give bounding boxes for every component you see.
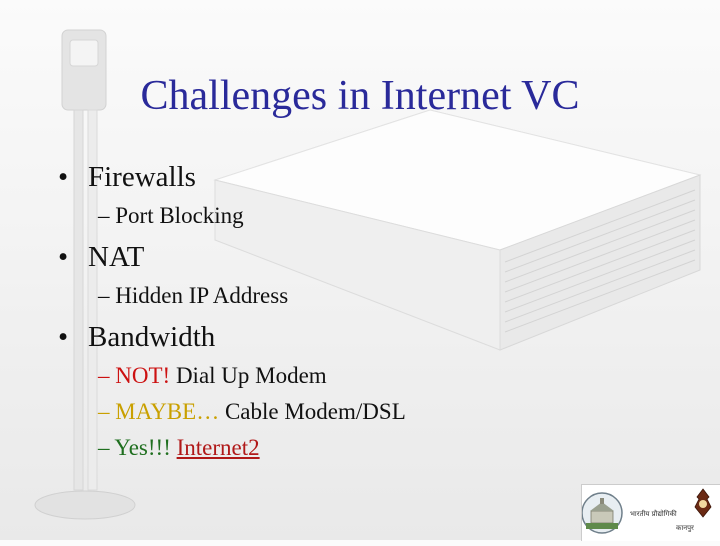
dash-glyph: – — [98, 435, 110, 460]
bullet-firewalls: • Firewalls — [58, 160, 196, 194]
bullet-nat: • NAT — [58, 240, 144, 274]
internet2-link[interactable]: Internet2 — [176, 435, 260, 460]
subbullet-cable-modem: – MAYBE… Cable Modem/DSL — [98, 398, 406, 426]
subbullet-text: Dial Up Modem — [170, 363, 327, 388]
subbullet-port-blocking: – Port Blocking — [98, 202, 244, 230]
highlight-yes: Yes!!! — [114, 435, 171, 460]
bullet-label: Firewalls — [88, 161, 196, 193]
subbullet-label: Hidden IP Address — [115, 283, 289, 308]
dash-glyph: – — [98, 203, 110, 228]
bullet-glyph: • — [58, 161, 69, 193]
subbullet-label: Port Blocking — [115, 203, 244, 228]
institute-emblem-logo — [694, 488, 712, 518]
slide-title: Challenges in Internet VC — [140, 73, 580, 119]
svg-text:कानपुर: कानपुर — [676, 524, 694, 532]
bullet-bandwidth: • Bandwidth — [58, 320, 215, 354]
bullet-glyph: • — [58, 321, 69, 353]
logo-strip: भारतीय प्रौद्योगिकी कानपुर — [581, 484, 720, 541]
bullet-glyph: • — [58, 241, 69, 273]
subbullet-dial-up: – NOT! Dial Up Modem — [98, 362, 327, 390]
router-box-graphic — [213, 109, 702, 351]
highlight-not: NOT! — [115, 363, 171, 388]
subbullet-internet2: – Yes!!! Internet2 — [98, 434, 260, 462]
highlight-maybe: MAYBE… — [115, 399, 220, 424]
stand-graphic — [34, 29, 136, 520]
subbullet-text: Cable Modem/DSL — [219, 399, 406, 424]
institute-building-logo: भारतीय प्रौद्योगिकी कानपुर — [581, 492, 694, 534]
subbullet-hidden-ip: – Hidden IP Address — [98, 282, 288, 310]
dash-glyph: – — [98, 283, 110, 308]
bullet-label: Bandwidth — [88, 321, 216, 353]
bullet-label: NAT — [88, 241, 145, 273]
dash-glyph: – — [98, 363, 110, 388]
dash-glyph: – — [98, 399, 110, 424]
svg-text:भारतीय प्रौद्योगिकी: भारतीय प्रौद्योगिकी — [630, 509, 677, 518]
